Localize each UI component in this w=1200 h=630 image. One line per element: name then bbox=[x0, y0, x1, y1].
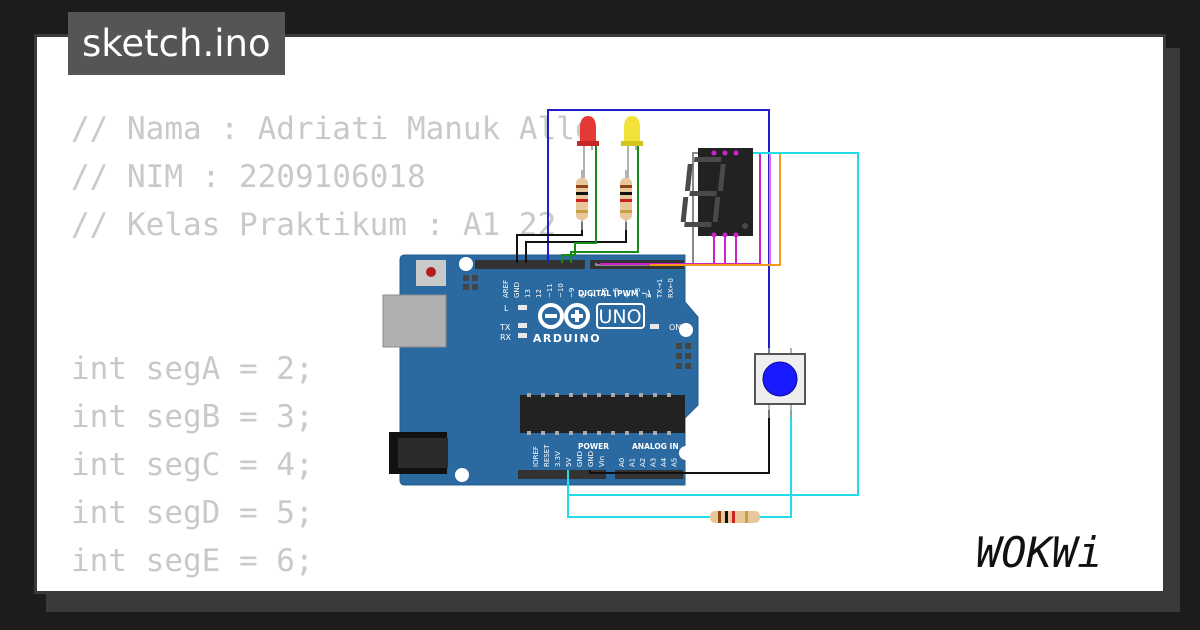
code-line: int segB = 3; bbox=[71, 399, 314, 435]
pin-label: ~5 bbox=[612, 288, 620, 298]
wire-black-gnd bbox=[589, 410, 770, 474]
pin-label: RX←0 bbox=[667, 278, 675, 298]
code-line: int segE = 6; bbox=[71, 543, 314, 579]
arduino-uno-board[interactable]: UNO ARDUINO ON L TX RX DIGITAL (PWM ~) P… bbox=[382, 254, 699, 486]
resistor-1[interactable] bbox=[576, 170, 588, 230]
tx-led-label: TX bbox=[499, 323, 511, 332]
wire-green-red bbox=[561, 146, 597, 263]
pin-label: GND bbox=[576, 451, 584, 467]
l-led-label: L bbox=[504, 304, 509, 313]
digital-pins-label: DIGITAL (PWM ~) bbox=[578, 289, 651, 298]
pin-label: Vin bbox=[598, 456, 606, 467]
analog-pins-label: ANALOG IN bbox=[632, 442, 679, 451]
push-button[interactable] bbox=[754, 348, 806, 418]
code-line: int segC = 4; bbox=[71, 447, 314, 483]
resistor-2[interactable] bbox=[620, 170, 632, 230]
pin-label: A4 bbox=[660, 457, 668, 467]
pin-label: ~3 bbox=[634, 288, 642, 298]
atmega-chip bbox=[520, 395, 685, 433]
pin-label: 7 bbox=[590, 294, 598, 298]
power-pins-label: POWER bbox=[578, 442, 609, 451]
pin-label: AREF bbox=[502, 280, 510, 298]
pin-label: 8 bbox=[579, 294, 587, 298]
pin-label: 2 bbox=[645, 294, 653, 298]
code-line: int segA = 2; bbox=[71, 351, 314, 387]
pin-label: A5 bbox=[671, 458, 679, 467]
code-line: // Nama : Adriati Manuk Allo bbox=[71, 111, 594, 147]
seven-segment-display[interactable] bbox=[680, 148, 753, 238]
led-yellow[interactable] bbox=[621, 116, 643, 178]
rx-led-label: RX bbox=[500, 333, 512, 342]
pin-label: A2 bbox=[639, 458, 647, 467]
resistor-3[interactable] bbox=[710, 511, 760, 523]
pin-label: ~10 bbox=[557, 283, 565, 298]
filename-tag: sketch.ino bbox=[68, 12, 285, 75]
code-line: int segD = 5; bbox=[71, 495, 314, 531]
arduino-logo-icon bbox=[538, 303, 590, 329]
code-background: // Nama : Adriati Manuk Allo // NIM : 220… bbox=[71, 105, 594, 591]
wokwi-logo-text: WOKWi bbox=[976, 528, 1102, 577]
pin-label: 12 bbox=[535, 289, 543, 298]
pin-label: ~6 bbox=[601, 287, 609, 298]
board-model-label: UNO bbox=[598, 306, 641, 328]
pin-label: A3 bbox=[650, 458, 658, 467]
pin-label: A0 bbox=[618, 458, 626, 467]
wire-cyan-resistor-right bbox=[760, 410, 792, 518]
pin-label: ~11 bbox=[546, 283, 554, 298]
pin-label: TX→1 bbox=[656, 279, 664, 299]
pin-label: 5V bbox=[565, 458, 573, 467]
on-led-label: ON bbox=[669, 323, 681, 332]
pin-label: 3.3V bbox=[554, 451, 562, 467]
wires bbox=[516, 109, 859, 518]
wokwi-logo: WOKWi bbox=[976, 528, 1102, 577]
led-red[interactable] bbox=[577, 116, 599, 178]
pin-label: RESET bbox=[543, 444, 551, 467]
pin-label: A1 bbox=[629, 458, 637, 467]
pin-label: GND bbox=[513, 282, 521, 298]
wire-green-yellow bbox=[570, 146, 639, 263]
pin-label: 13 bbox=[524, 289, 532, 298]
board-brand-label: ARDUINO bbox=[533, 332, 601, 345]
pin-label: IOREF bbox=[532, 446, 540, 467]
code-line: // NIM : 2209106018 bbox=[71, 159, 426, 195]
pin-label: 4 bbox=[623, 293, 631, 298]
pin-label: GND bbox=[587, 451, 595, 467]
pin-label: ~9 bbox=[568, 288, 576, 298]
code-line: // Kelas Praktikum : A1 22 bbox=[71, 207, 557, 243]
wire-cyan-resistor-left bbox=[567, 470, 711, 518]
usb-port bbox=[382, 294, 447, 348]
